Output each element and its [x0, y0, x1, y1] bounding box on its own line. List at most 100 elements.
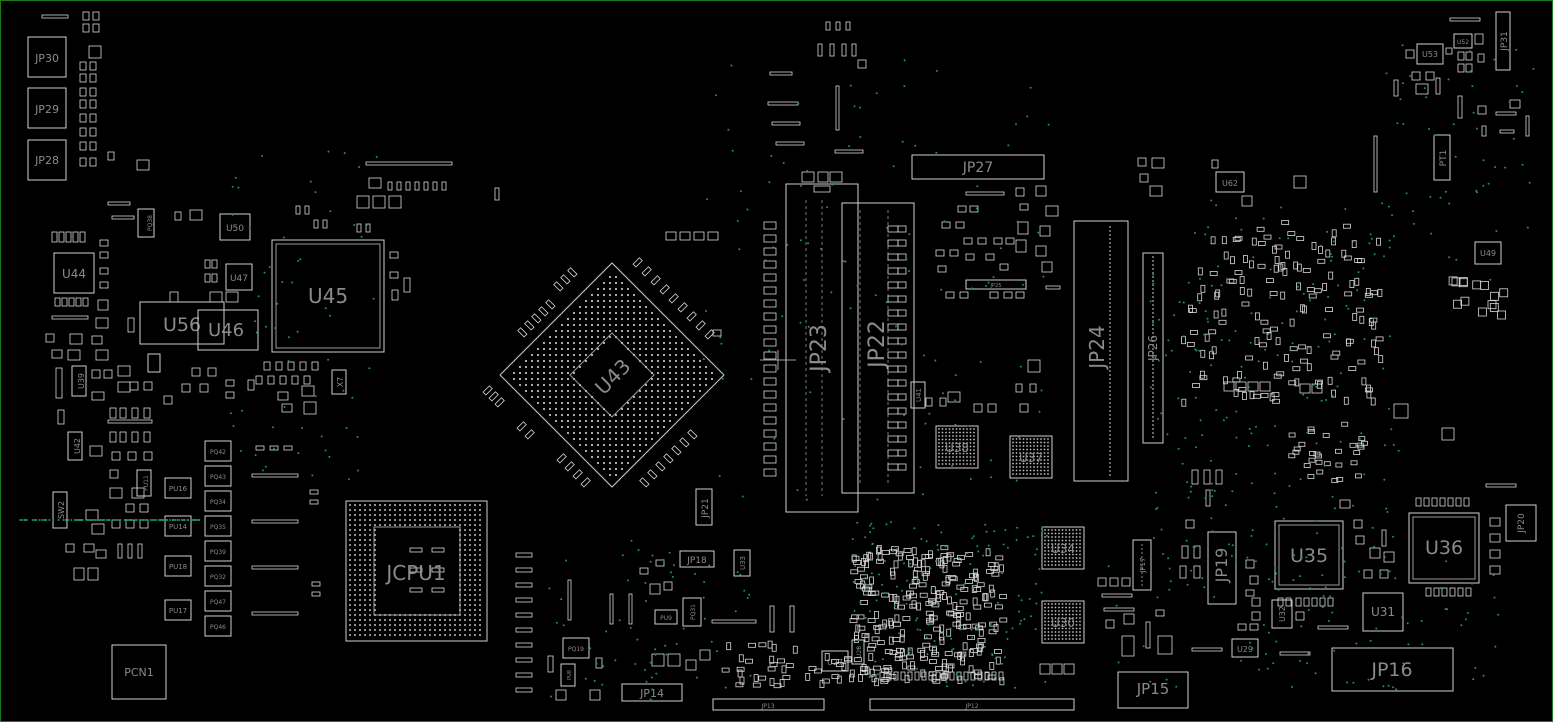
chip-u53[interactable]: U53	[1416, 43, 1444, 65]
u42-label: U42	[73, 438, 82, 454]
connector-jp22[interactable]: JP22	[841, 202, 915, 494]
pq42-label: PQ42	[210, 449, 226, 456]
chip-pu9[interactable]: PU9	[654, 609, 678, 625]
connector-jp13[interactable]: JP13	[712, 698, 825, 711]
chip-u46[interactable]: U46	[197, 309, 259, 351]
connector-pcn1[interactable]: PCN1	[111, 644, 167, 700]
pcn1-label: PCN1	[124, 666, 154, 679]
u56-label: U56	[163, 314, 201, 336]
chip-u39[interactable]: U39	[71, 365, 87, 397]
chip-u37[interactable]: U37	[1009, 435, 1053, 479]
mosfet-pq32[interactable]: PQ32	[204, 565, 232, 587]
chip-u33[interactable]: U33	[733, 549, 751, 577]
chip-u47[interactable]: U47	[225, 263, 253, 291]
socket-jcpu1[interactable]: JCPU1	[345, 500, 488, 642]
jp22-label: JP22	[865, 320, 890, 370]
jp27-label: JP27	[962, 160, 993, 176]
connector-jp17[interactable]: JP17	[1132, 539, 1152, 591]
pu9-label: PU9	[660, 615, 672, 622]
connector-jp26[interactable]: JP26	[1142, 252, 1164, 444]
chip-pu16[interactable]: PU16	[164, 477, 192, 499]
mosfet-pq43[interactable]: PQ43	[204, 465, 232, 487]
jp14-label: JP14	[639, 687, 664, 700]
pq47-label: PQ47	[210, 599, 226, 606]
chip-u36[interactable]: U36	[1408, 512, 1480, 584]
mosfet-pq19[interactable]: PQ19	[562, 637, 590, 659]
mosfet-pq47[interactable]: PQ47	[204, 590, 232, 612]
chip-u44[interactable]: U44	[53, 252, 95, 294]
chip-u34[interactable]: U34	[1041, 526, 1085, 570]
chip-u32[interactable]: U32	[1271, 599, 1293, 629]
chip-pq38[interactable]: PQ38	[137, 208, 155, 238]
connector-jp18[interactable]: JP18	[679, 550, 715, 568]
part-pt1[interactable]: PT1	[1433, 134, 1451, 181]
u46-label: U46	[208, 320, 244, 341]
chip-u45[interactable]: U45	[271, 239, 385, 353]
chip-u49[interactable]: U49	[1474, 241, 1502, 265]
u49-label: U49	[1480, 249, 1496, 258]
sw2-label: SW2	[57, 501, 66, 519]
chip-u35[interactable]: U35	[1274, 520, 1344, 590]
jp23-label: JP23	[807, 324, 832, 374]
connector-jp16[interactable]: JP16	[1331, 647, 1454, 692]
chip-u31[interactable]: U31	[1362, 592, 1404, 632]
connector-jp30[interactable]: JP30	[27, 36, 67, 78]
u34-label: U34	[1051, 542, 1075, 556]
chip-u56[interactable]: U56	[139, 301, 225, 345]
u34-ball-grid	[1044, 529, 1081, 566]
connector-jp20[interactable]: JP20	[1505, 504, 1537, 542]
connector-jp27[interactable]: JP27	[911, 154, 1045, 180]
jp30-label: JP30	[34, 52, 59, 65]
crystal-x7[interactable]: X7	[331, 369, 347, 395]
chip-pu8[interactable]: PU8	[560, 663, 576, 687]
pu17-label: PU17	[169, 607, 187, 615]
connector-jp21[interactable]: JP21	[695, 488, 713, 526]
connector-jp23[interactable]: JP23	[785, 171, 859, 513]
connector-jp19[interactable]: JP19	[1207, 531, 1237, 605]
pad-near-u56	[147, 353, 161, 373]
chip-u30[interactable]: U30	[1041, 600, 1085, 644]
pq35-label: PQ35	[210, 524, 226, 531]
chip-u52[interactable]: U52	[1453, 33, 1473, 49]
chip-u41[interactable]: U41	[910, 381, 926, 409]
u27-label: U27	[827, 658, 843, 667]
chip-u62[interactable]: U62	[1215, 171, 1245, 193]
jp12-label: JP12	[964, 703, 978, 710]
pq38-label: PQ38	[147, 215, 154, 231]
u30-label: U30	[1051, 616, 1075, 630]
mosfet-pq42[interactable]: PQ42	[204, 440, 232, 462]
connector-jp31[interactable]: JP31	[1495, 11, 1511, 71]
connector-jp25[interactable]: JP25	[965, 279, 1027, 290]
switch-sw2[interactable]: SW2	[52, 491, 68, 529]
chip-pu11[interactable]: PU11	[136, 469, 152, 497]
mosfet-pq35[interactable]: PQ35	[204, 515, 232, 537]
chip-pu17[interactable]: PU17	[164, 599, 192, 621]
connector-jp14[interactable]: JP14	[621, 683, 683, 702]
u38-ball-grid	[938, 428, 975, 465]
pu18-label: PU18	[169, 563, 187, 571]
chip-pu14[interactable]: PU14	[164, 515, 192, 537]
via-dots	[19, 44, 1535, 701]
u29-label: U29	[1237, 645, 1253, 654]
pq34-label: PQ34	[210, 499, 226, 506]
chip-pu18[interactable]: PU18	[164, 555, 192, 577]
u38-label: U38	[945, 441, 969, 455]
jcpu1-pin-grid	[349, 504, 481, 636]
u37-ball-grid	[1012, 438, 1049, 475]
mosfet-pq39[interactable]: PQ39	[204, 540, 232, 562]
connector-jp12[interactable]: JP12	[869, 698, 1075, 711]
mosfet-pq34[interactable]: PQ34	[204, 490, 232, 512]
mosfet-pq31[interactable]: PQ31	[682, 597, 702, 627]
connector-jp24[interactable]: JP24	[1073, 220, 1129, 482]
chip-u38[interactable]: U38	[935, 425, 979, 469]
pq32-label: PQ32	[210, 574, 226, 581]
chip-u29[interactable]: U29	[1231, 638, 1259, 658]
chip-u42[interactable]: U42	[67, 431, 83, 461]
connector-jp15[interactable]: JP15	[1117, 671, 1189, 709]
u36-label: U36	[1425, 537, 1463, 559]
connector-jp29[interactable]: JP29	[27, 87, 67, 129]
jp23-side-pads	[763, 221, 777, 477]
mosfet-pq46[interactable]: PQ46	[204, 615, 232, 637]
jp13-label: JP13	[760, 703, 774, 710]
connector-jp28[interactable]: JP28	[27, 139, 67, 181]
